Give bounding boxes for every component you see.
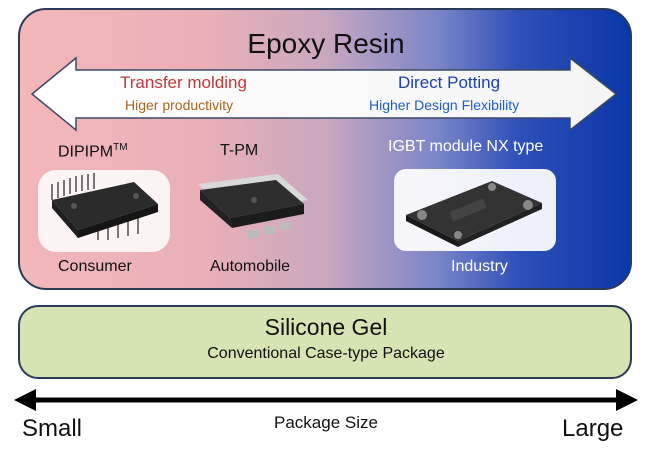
igbt-nx-module-image <box>394 169 556 251</box>
silicone-gel-panel <box>18 305 632 379</box>
dipipm-module-image <box>38 170 170 252</box>
productivity-label: Higer productivity <box>125 97 234 113</box>
epoxy-resin-title: Epoxy Resin <box>247 28 405 59</box>
product-dipipm: DIPIPMTM <box>58 142 128 161</box>
application-automobile: Automobile <box>210 258 291 275</box>
product-dipipm-name: DIPIPM <box>58 143 114 161</box>
application-industry: Industry <box>451 258 508 275</box>
product-igbt-module: IGBT module NX type <box>388 138 544 155</box>
size-small-label: Small <box>22 415 83 442</box>
design-flexibility-label: Higher Design Flexibility <box>369 97 520 113</box>
size-large-label: Large <box>562 415 624 442</box>
process-double-arrow <box>30 56 618 132</box>
trademark-mark: TM <box>113 142 128 153</box>
tpm-module-image <box>198 174 308 238</box>
application-consumer: Consumer <box>58 258 132 275</box>
direct-potting-label: Direct Potting <box>398 73 501 92</box>
package-size-label: Package Size <box>274 413 378 432</box>
product-tpm: T-PM <box>220 142 259 159</box>
transfer-molding-label: Transfer molding <box>120 73 247 92</box>
package-size-arrow <box>14 389 638 411</box>
silicone-gel-subtitle: Conventional Case-type Package <box>207 345 445 362</box>
silicone-gel-title: Silicone Gel <box>264 314 388 340</box>
